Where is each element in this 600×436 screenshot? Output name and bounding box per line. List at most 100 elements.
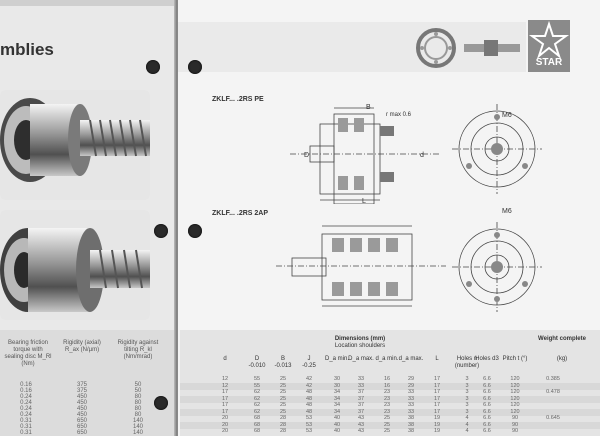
table-cell: 43	[357, 421, 365, 428]
column-header: Holes n (number)	[454, 356, 480, 369]
table-group-header: Dimensions (mm)	[334, 336, 386, 342]
table-cell: 0.31	[20, 430, 32, 436]
table-cell: 37	[357, 395, 365, 402]
column-header: J	[307, 356, 311, 362]
table-cell: 55	[253, 382, 261, 389]
table-cell: 120	[510, 376, 520, 382]
table-cell: 19	[433, 421, 441, 428]
table-cell: 25	[279, 376, 287, 382]
table-cell: 37	[357, 389, 365, 395]
table-cell: 53	[305, 415, 313, 421]
header-friction-torque: Bearing friction torque with sealing dis…	[4, 340, 52, 367]
bearing-thumbnail-icon	[416, 28, 520, 68]
table-cell: 90	[511, 421, 519, 428]
table-cell: 120	[510, 382, 520, 389]
product-photo-top	[0, 90, 150, 200]
table-cell: 23	[383, 395, 391, 402]
table-cell: 48	[305, 395, 313, 402]
table-sub-header: Location shoulders	[334, 343, 386, 349]
column-subheader: -0.25	[302, 363, 316, 369]
table-cell: 16	[383, 376, 391, 382]
dim-label-d: d	[420, 152, 424, 159]
weight-header: Weight complete	[538, 336, 586, 342]
product-photo-bottom	[0, 210, 150, 320]
table-cell: 20	[221, 421, 229, 428]
table-cell: 30	[333, 376, 341, 382]
table-cell: 40	[333, 428, 341, 434]
table-cell: 0.385	[546, 376, 560, 382]
table-cell: 12	[221, 376, 229, 382]
dim-label-rmax: r max 0.6	[386, 112, 412, 118]
table-cell: 48	[305, 402, 313, 408]
table-cell: 17	[433, 395, 441, 402]
table-cell: 90	[511, 428, 519, 434]
table-cell: 38	[407, 421, 415, 428]
table-cell: 62	[253, 402, 261, 408]
binder-hole	[154, 224, 168, 238]
column-header: d_a max.	[398, 356, 424, 362]
table-cell: 28	[279, 421, 287, 428]
dim-label-m6: M6	[502, 112, 512, 119]
table-cell: 62	[253, 395, 261, 402]
table-cell: 0.31	[20, 418, 32, 424]
table-cell: 3	[465, 395, 469, 402]
table-cell: 80	[134, 400, 142, 406]
dim-label-d-outer: D	[304, 152, 310, 159]
table-cell: 19	[433, 415, 441, 421]
table-cell: 25	[279, 402, 287, 408]
table-cell: 50	[134, 382, 142, 388]
table-cell: 450	[76, 400, 87, 406]
binder-hole	[154, 396, 168, 410]
section-drawing-pe	[290, 107, 440, 204]
table-cell: 17	[221, 402, 229, 408]
table-cell: 42	[305, 376, 313, 382]
table-cell: 25	[279, 408, 287, 415]
table-cell: 29	[407, 382, 415, 389]
table-cell: 0.16	[20, 388, 32, 394]
table-cell: 450	[76, 412, 87, 418]
table-cell: 33	[357, 376, 365, 382]
table-cell: 38	[407, 415, 415, 421]
column-header: D_a max.	[348, 356, 374, 362]
table-cell: 0.24	[20, 412, 32, 418]
binder-hole	[188, 224, 202, 238]
table-cell: 68	[253, 428, 261, 434]
column-header: d	[223, 356, 227, 362]
table-cell: 62	[253, 408, 261, 415]
table-cell: 53	[305, 421, 313, 428]
table-cell: 3	[465, 402, 469, 408]
table-cell: 17	[433, 382, 441, 389]
table-cell: 6.6	[483, 428, 491, 434]
column-subheader: -0.013	[274, 363, 292, 369]
table-cell: 53	[305, 428, 313, 434]
spec-table: Dimensions (mm) Location shoulders Weigh…	[180, 330, 600, 436]
table-cell: 0.31	[20, 424, 32, 430]
column-header: d_a min.	[375, 356, 399, 362]
table-cell: 0.645	[546, 415, 560, 421]
table-cell: 33	[357, 382, 365, 389]
table-cell: 80	[134, 406, 142, 412]
table-cell: 33	[407, 408, 415, 415]
binder-hole	[146, 60, 160, 74]
table-cell: 4	[465, 428, 469, 434]
table-cell: 48	[305, 389, 313, 395]
table-cell: 37	[357, 402, 365, 408]
table-cell: 0.24	[20, 406, 32, 412]
column-subheader: -0.010	[248, 363, 266, 369]
page-title-fragment: mblies	[0, 40, 54, 59]
page-gutter	[174, 0, 180, 436]
table-cell: 40	[333, 415, 341, 421]
dim-label-l: L	[362, 198, 366, 205]
table-cell: 17	[433, 402, 441, 408]
table-cell: 140	[132, 418, 143, 424]
table-cell: 28	[279, 428, 287, 434]
table-cell: 33	[407, 389, 415, 395]
